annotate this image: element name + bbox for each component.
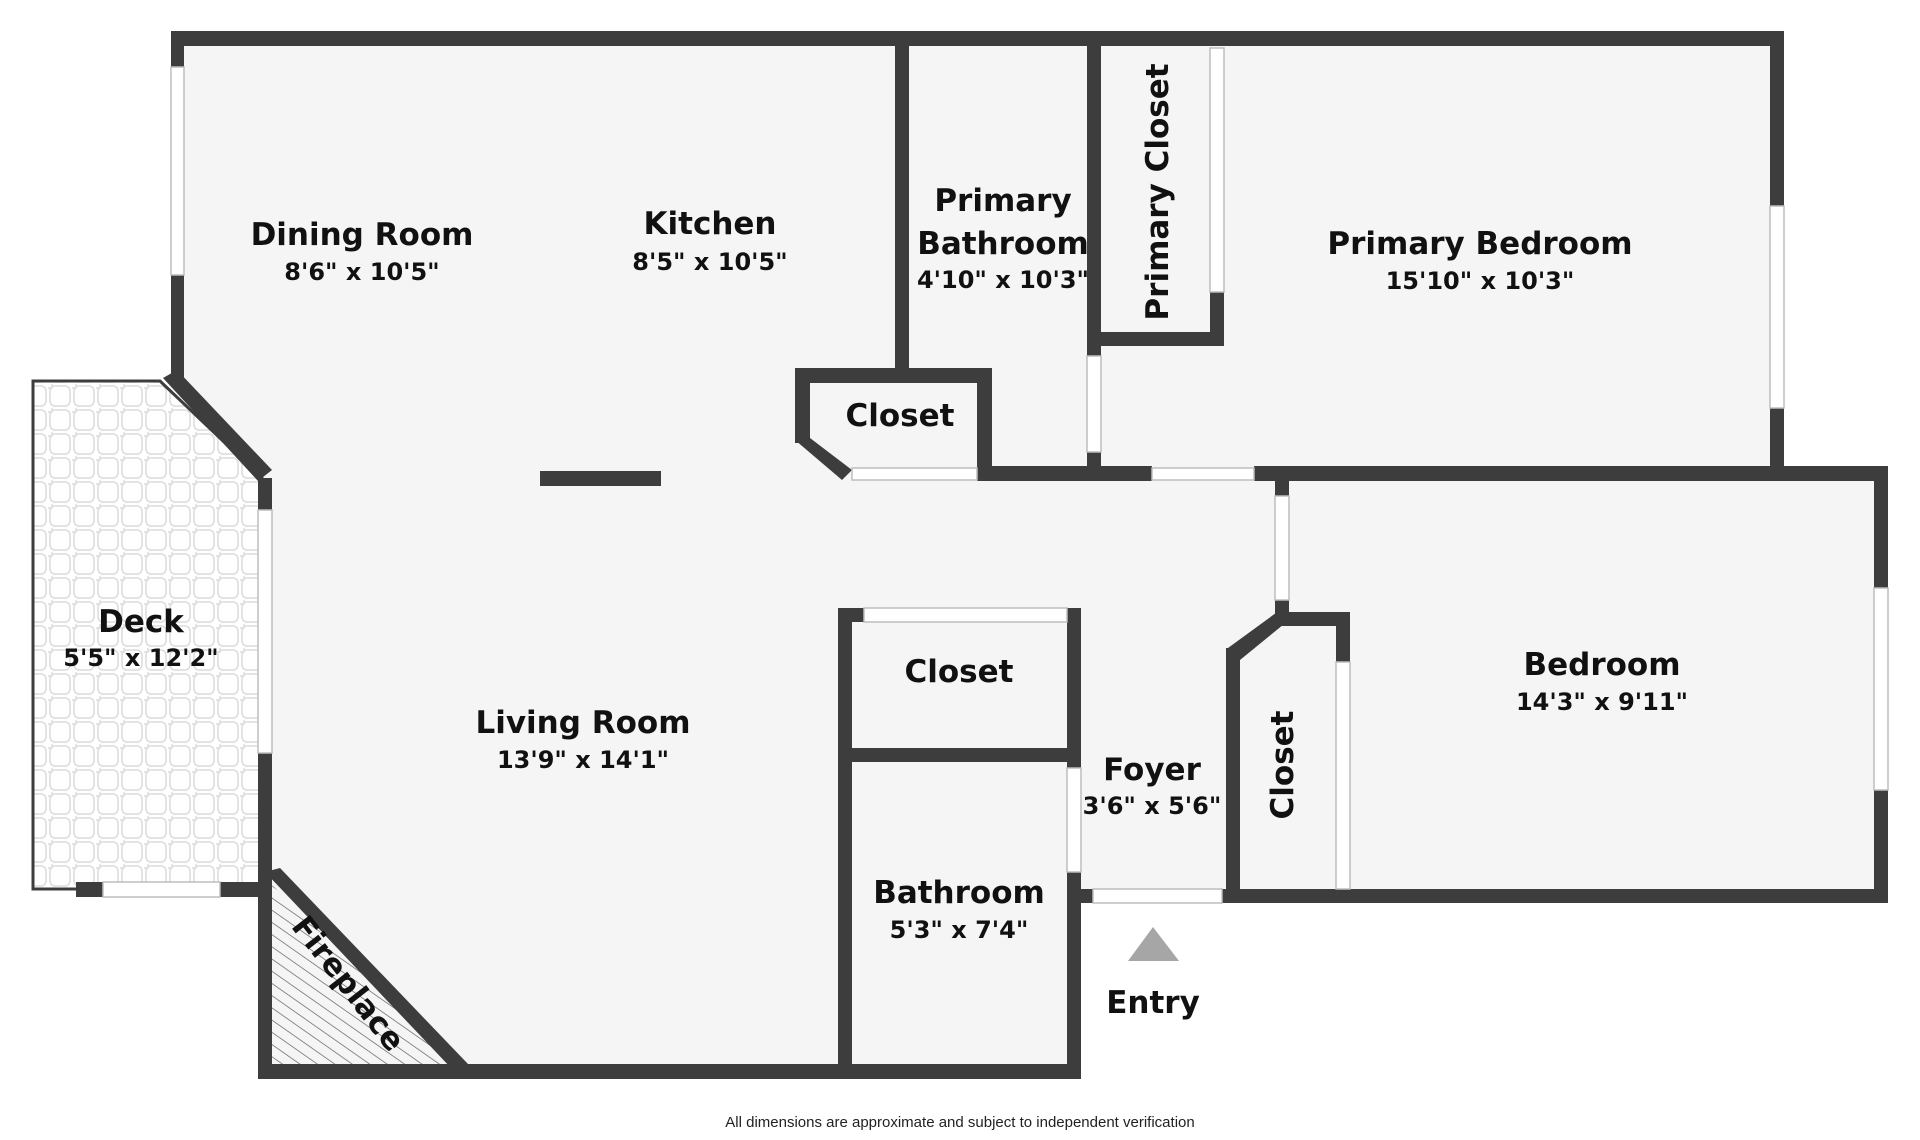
foyer-name: Foyer [1103, 752, 1201, 788]
room-labels: Dining Room 8'6" x 10'5" Kitchen 8'5" x … [63, 63, 1688, 1058]
deck-name: Deck [98, 604, 185, 640]
primary-bathroom-name-line1: Primary [934, 183, 1071, 219]
deck-dimensions: 5'5" x 12'2" [63, 644, 218, 672]
kitchen-closet-name: Closet [846, 398, 955, 434]
primary-bedroom-dimensions: 15'10" x 10'3" [1386, 267, 1575, 295]
walls [76, 31, 1888, 1079]
primary-bedroom-name: Primary Bedroom [1327, 226, 1632, 262]
windows [102, 47, 1889, 904]
entry-label: Entry [1106, 985, 1200, 1021]
entry-arrow-icon [1128, 927, 1179, 961]
primary-bathroom-dimensions: 4'10" x 10'3" [917, 266, 1089, 294]
kitchen-name: Kitchen [643, 206, 776, 242]
primary-bathroom-name-line2: Bathroom [917, 226, 1089, 262]
bedroom-dimensions: 14'3" x 9'11" [1516, 688, 1688, 716]
bedroom-closet-name: Closet [1265, 710, 1301, 819]
kitchen-dimensions: 8'5" x 10'5" [632, 248, 787, 276]
living-room-name: Living Room [475, 705, 690, 741]
living-room-dimensions: 13'9" x 14'1" [497, 746, 669, 774]
bedroom-name: Bedroom [1523, 647, 1680, 683]
dining-room-name: Dining Room [251, 217, 474, 253]
foyer-dimensions: 3'6" x 5'6" [1083, 792, 1222, 820]
disclaimer-text: All dimensions are approximate and subje… [725, 1114, 1195, 1131]
primary-closet-name: Primary Closet [1140, 63, 1176, 320]
bathroom-dimensions: 5'3" x 7'4" [890, 916, 1029, 944]
bathroom-name: Bathroom [873, 875, 1045, 911]
hall-closet-name: Closet [905, 654, 1014, 690]
floor-area [177, 44, 1888, 1071]
dining-room-dimensions: 8'6" x 10'5" [284, 258, 439, 286]
